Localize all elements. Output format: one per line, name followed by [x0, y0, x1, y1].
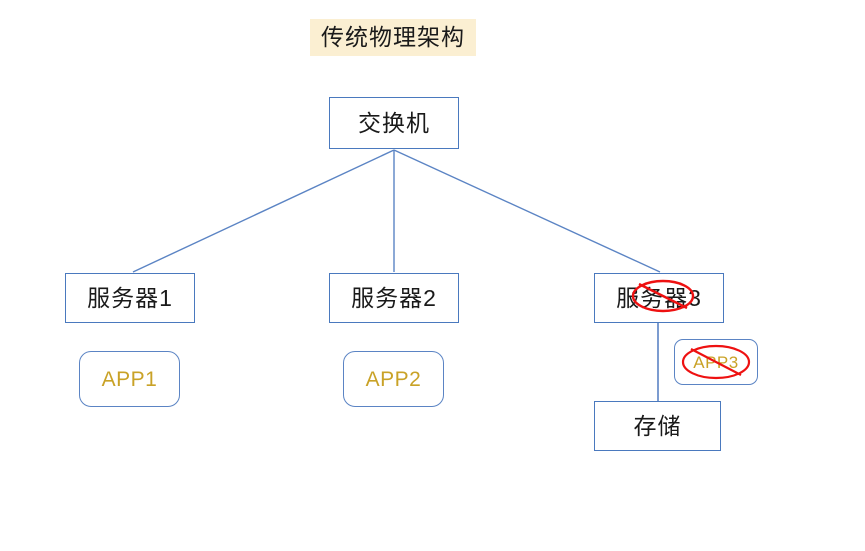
- diagram-title: 传统物理架构: [310, 19, 476, 56]
- node-app3[interactable]: APP3: [674, 339, 758, 385]
- connector-switch-to-server1: [132, 149, 395, 273]
- node-app3-label: APP3: [693, 352, 739, 372]
- node-server2[interactable]: 服务器2: [329, 273, 459, 323]
- node-server3-label: 服务器3: [616, 284, 702, 311]
- node-app2-label: APP2: [365, 367, 422, 391]
- node-storage[interactable]: 存储: [594, 401, 721, 451]
- node-server1-label: 服务器1: [87, 284, 173, 311]
- node-app2[interactable]: APP2: [343, 351, 444, 407]
- node-server3[interactable]: 服务器3: [594, 273, 724, 323]
- node-switch-label: 交换机: [358, 109, 430, 136]
- node-server2-label: 服务器2: [351, 284, 437, 311]
- node-app1-label: APP1: [101, 367, 158, 391]
- node-switch[interactable]: 交换机: [329, 97, 459, 149]
- node-storage-label: 存储: [633, 412, 682, 439]
- connector-switch-to-server3: [393, 149, 661, 273]
- node-app1[interactable]: APP1: [79, 351, 180, 407]
- node-server1[interactable]: 服务器1: [65, 273, 195, 323]
